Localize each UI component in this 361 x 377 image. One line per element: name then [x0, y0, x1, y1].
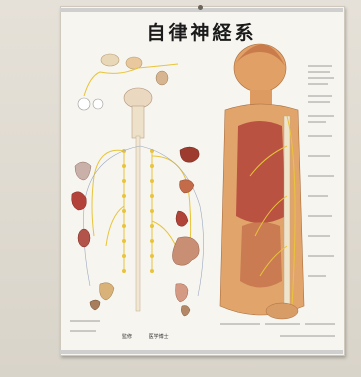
anatomy-illustration	[60, 6, 343, 354]
footer-supervisor: 監修	[122, 334, 132, 340]
poster-footer: 監修 医学博士	[122, 333, 169, 340]
footer-name: 医学博士	[134, 334, 169, 340]
autonomic-chain-diagram	[72, 54, 204, 316]
torso-figure	[220, 44, 304, 319]
